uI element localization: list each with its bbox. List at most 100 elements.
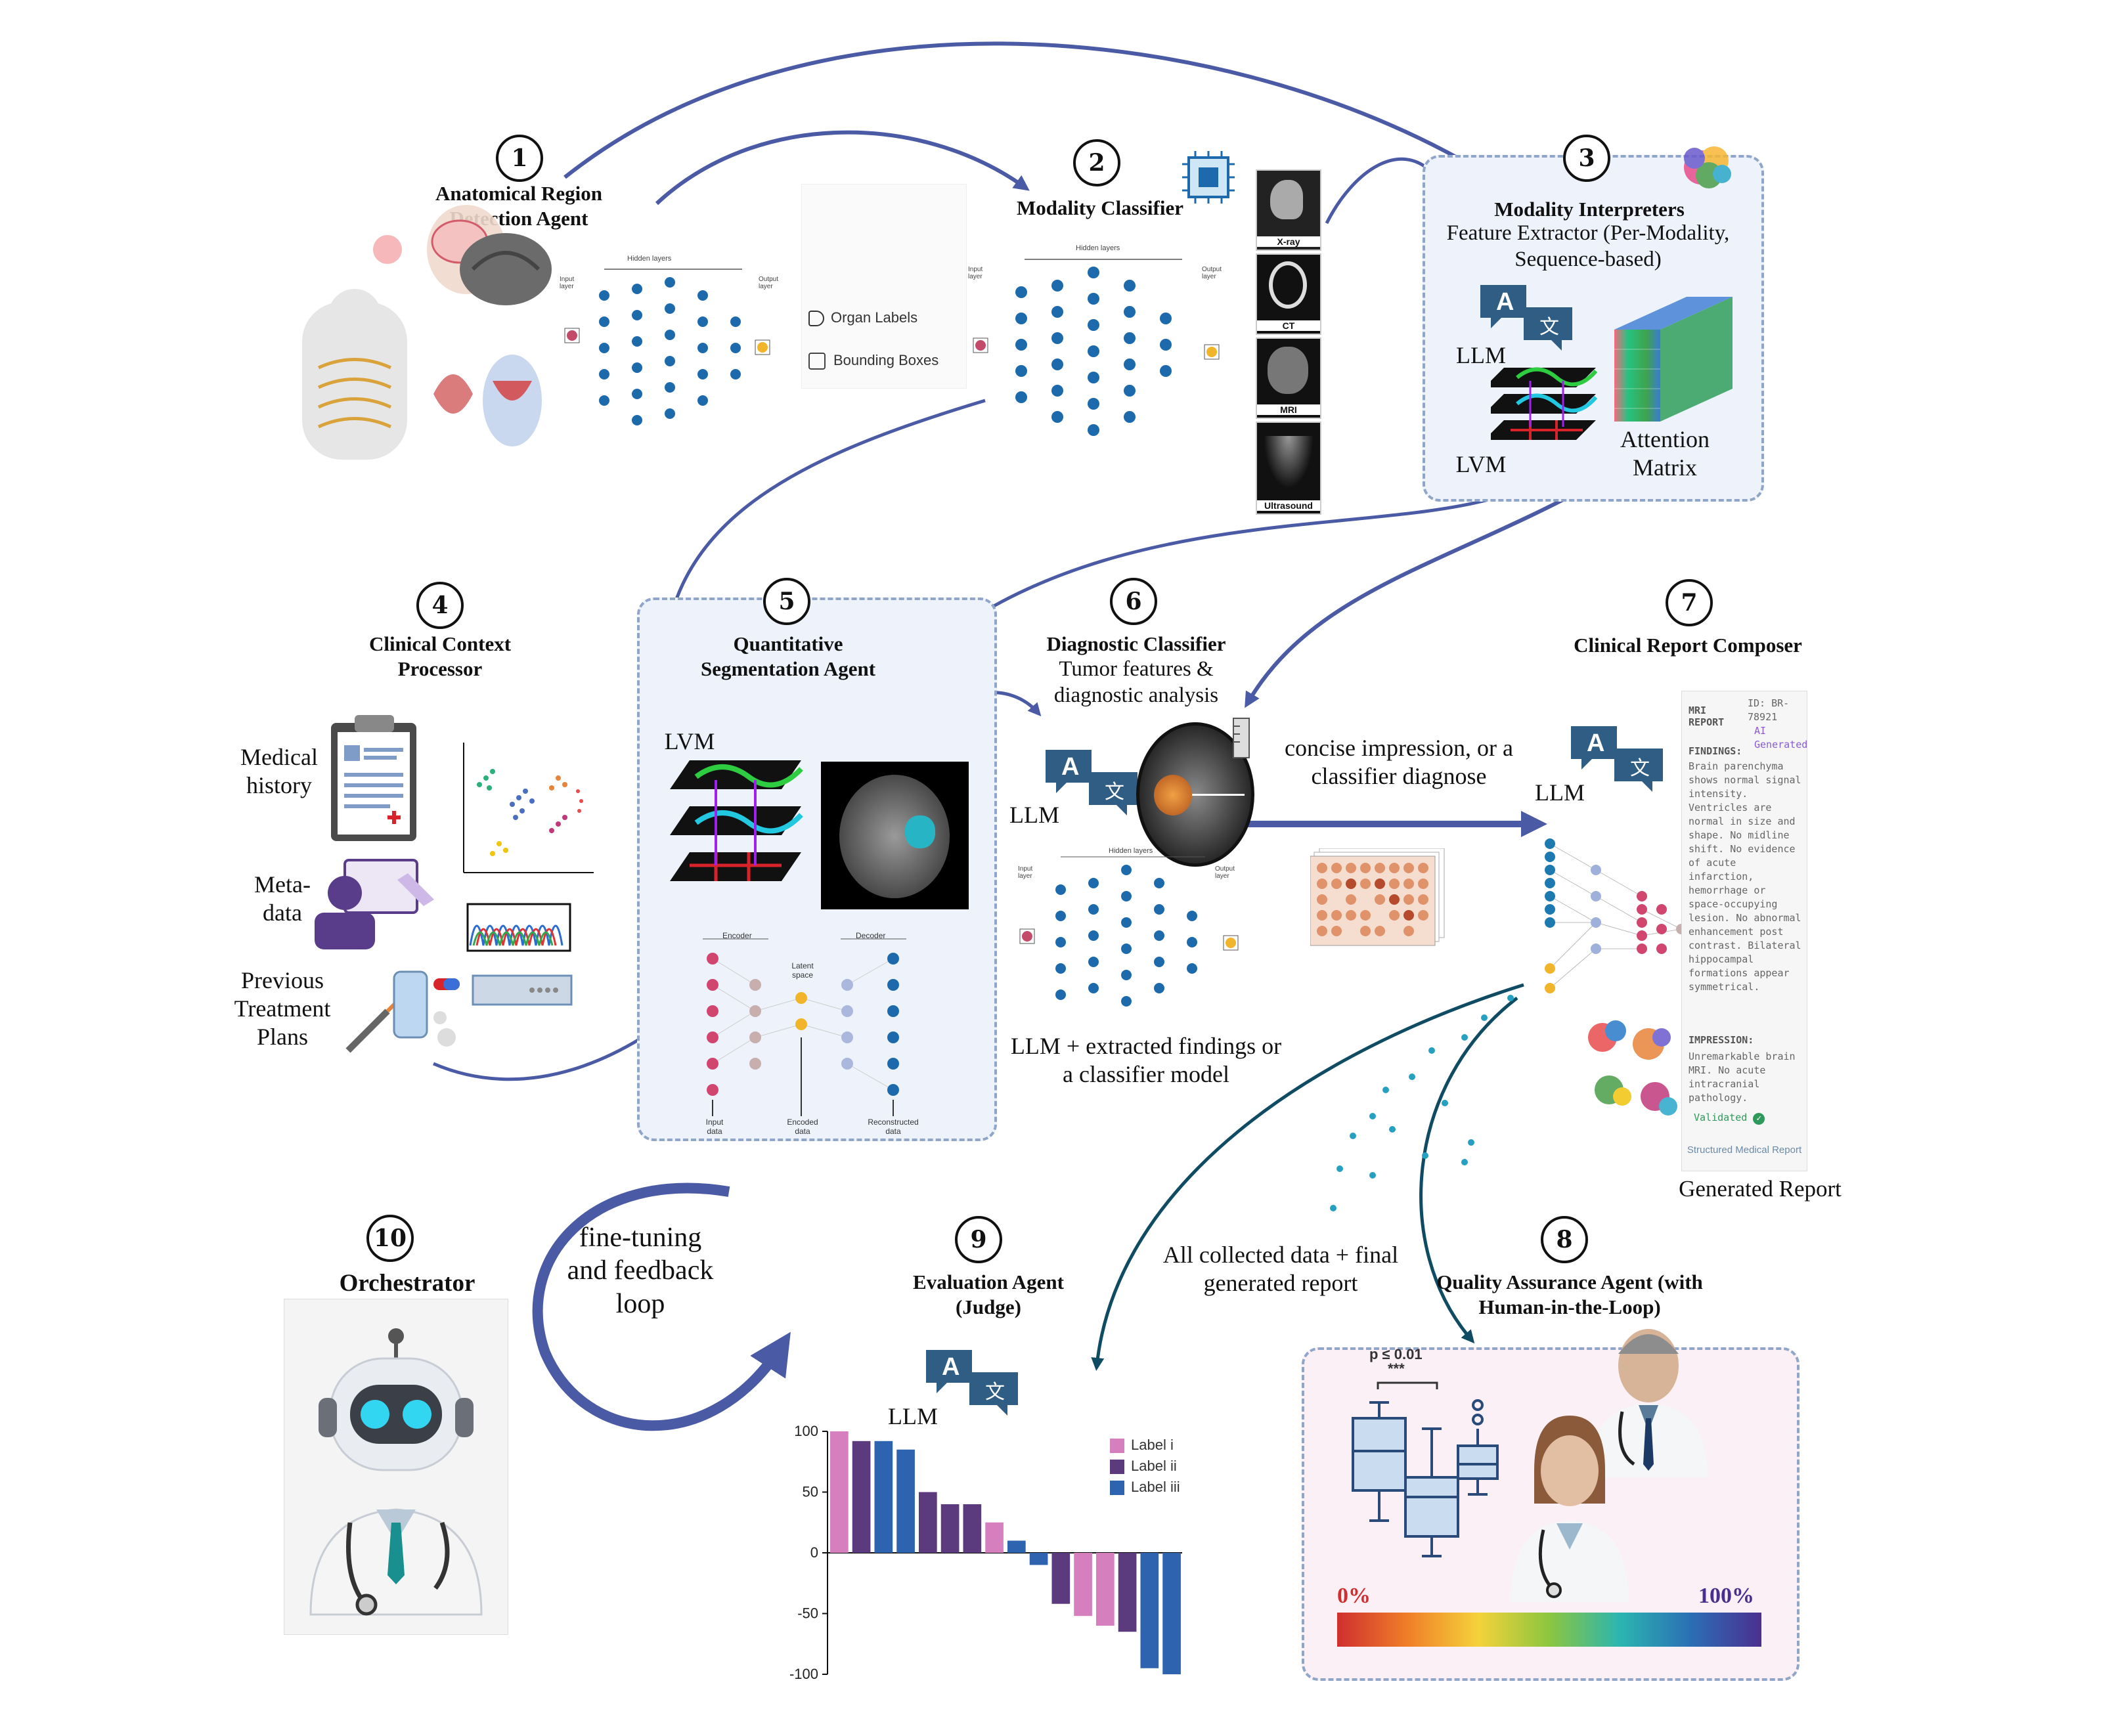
anatomy-illustration: [302, 205, 552, 460]
chart-bar: [874, 1441, 893, 1553]
chart-bar: [896, 1449, 915, 1553]
scale-max-label: 100%: [1698, 1584, 1754, 1608]
report-header: MRI REPORT: [1689, 705, 1725, 728]
scatter-cluster-icon: [463, 743, 594, 873]
protein-cloud-icon: [1684, 146, 1731, 188]
step-4-title: Clinical Context Processor: [368, 632, 512, 680]
step-1-outputs: Organ Labels Bounding Boxes: [801, 184, 967, 389]
spectrum-bar: [1337, 1613, 1761, 1647]
nn1-hidden-label: Hidden layers: [627, 255, 672, 263]
report-id: ID: BR-78921: [1748, 697, 1790, 723]
feedback-loop-arrow: [532, 1183, 791, 1431]
y-tick-label: 100: [794, 1425, 818, 1439]
step-9-number: 9: [955, 1216, 1002, 1263]
check-icon: ✓: [1753, 1113, 1765, 1125]
step-5-number: 5: [763, 578, 810, 625]
step-3-subtitle: Feature Extractor (Per-Modality, Sequenc…: [1446, 221, 1730, 271]
step-9-title: Evaluation Agent (Judge): [913, 1270, 1064, 1318]
step-4-number: 4: [416, 582, 464, 629]
svg-text:A: A: [1587, 729, 1604, 757]
step-5-title: Quantitative Segmentation Agent: [700, 632, 876, 680]
organ-labels-row: Organ Labels: [808, 309, 917, 327]
nn1-input-label: Input layer: [560, 276, 575, 290]
chart-bar: [985, 1522, 1004, 1553]
attention-matrix-cube: [1614, 297, 1733, 422]
arrow-7-to-8: [1419, 997, 1518, 1344]
neural-network-7: [1545, 838, 1687, 993]
head-icon: [1270, 180, 1303, 219]
chart-bar: [1029, 1553, 1048, 1565]
report-ai-tag: AI Generated: [1754, 725, 1808, 750]
clipboard-icon: [331, 715, 416, 841]
chart-bar: [1118, 1553, 1137, 1632]
findings-label: FINDINGS:: [1689, 745, 1742, 757]
qa-boxplot: [1352, 1381, 1499, 1557]
decoder-label: Decoder: [856, 931, 886, 940]
nn6-output-label: Output layer: [1215, 865, 1235, 880]
impression-text: Unremarkable brain MRI. No acute intracr…: [1689, 1051, 1796, 1104]
arrow-1-to-2: [655, 130, 1030, 206]
report-footer: Structured Medical Report: [1687, 1144, 1802, 1156]
step-8-number: 8: [1541, 1216, 1588, 1263]
lvm-layers-5: [670, 760, 803, 881]
chart-bar: [852, 1441, 871, 1553]
treatment-label: Previous Treatment Plans: [234, 967, 331, 1051]
step-6-number: 6: [1110, 578, 1157, 625]
neural-network-2: [973, 259, 1220, 436]
svg-text:A: A: [942, 1353, 960, 1381]
y-tick-label: 0: [810, 1544, 818, 1561]
nn2-output-label: Output layer: [1202, 266, 1222, 280]
neural-network-1: [564, 269, 770, 425]
svg-text:A: A: [1061, 753, 1079, 781]
modality-mri-label: MRI: [1257, 404, 1320, 415]
step-1-number: 1: [496, 135, 543, 182]
treatment-supplies-icon: [345, 970, 573, 1053]
chart-bar: [1096, 1553, 1115, 1626]
chart-bar: [940, 1504, 960, 1553]
neural-network-6: [1019, 856, 1239, 1007]
modality-xray: X-ray: [1256, 169, 1321, 251]
chart-bar: [1051, 1553, 1071, 1604]
legend-label-iii: Label iii: [1110, 1477, 1180, 1498]
nn1-output-label: Output layer: [759, 276, 779, 290]
step-6-bottom-text: LLM + extracted findings or a classifier…: [1010, 1033, 1282, 1088]
step-2-number: 2: [1073, 139, 1120, 186]
chart-legend: Label i Label ii Label iii: [1110, 1435, 1180, 1498]
mri-report-card: MRI REPORT ID: BR-78921 AI Generated FIN…: [1681, 691, 1807, 1171]
lvm-layers-3: [1491, 367, 1598, 440]
translate-icon: A 文: [1571, 726, 1663, 792]
arrow-6-7-text: concise impression, or a classifier diag…: [1285, 735, 1513, 790]
collected-data-text: All collected data + final generated rep…: [1162, 1242, 1399, 1297]
step-5-lvm-label: LVM: [664, 728, 715, 754]
chart-bar: [919, 1492, 937, 1553]
step-3-number: 3: [1563, 135, 1610, 182]
chart-bar: [1074, 1553, 1092, 1617]
step-7-llm-label: LLM: [1535, 779, 1585, 806]
tag-icon: [808, 311, 824, 327]
modality-ultrasound: Ultrasound: [1256, 422, 1321, 515]
translate-icon: A 文: [1480, 285, 1572, 351]
modality-mri: MRI: [1256, 337, 1321, 419]
step-7-title: Clinical Report Composer: [1574, 634, 1802, 657]
translate-icon: A 文: [926, 1350, 1018, 1416]
chart-bar: [963, 1504, 982, 1553]
validated-badge: Validated ✓: [1694, 1112, 1765, 1125]
step-3-title: Modality Interpreters: [1494, 198, 1685, 221]
chart-bar: [1162, 1553, 1181, 1674]
doctor-male-icon: [1589, 1329, 1708, 1477]
modality-ct: CT: [1256, 253, 1321, 335]
protein-blobs-icon: [1588, 1020, 1677, 1116]
generated-report-label: Generated Report: [1679, 1176, 1842, 1202]
autoencoder-diagram: [703, 938, 906, 1116]
doctor-female-icon: [1511, 1416, 1629, 1602]
heatmap-grid-icon: [1310, 848, 1445, 946]
data-particles: [1330, 995, 1514, 1211]
step-3-llm-label: LLM: [1456, 342, 1506, 368]
step-7-number: 7: [1666, 579, 1713, 626]
ruler-tool-icon: [1233, 718, 1250, 758]
pvalue-label: p ≤ 0.01: [1369, 1346, 1423, 1362]
legend-label-ii: Label ii: [1110, 1456, 1180, 1477]
arrow-1-to-3: [563, 41, 1497, 181]
findings-text: Brain parenchyma shows normal signal int…: [1689, 760, 1801, 993]
